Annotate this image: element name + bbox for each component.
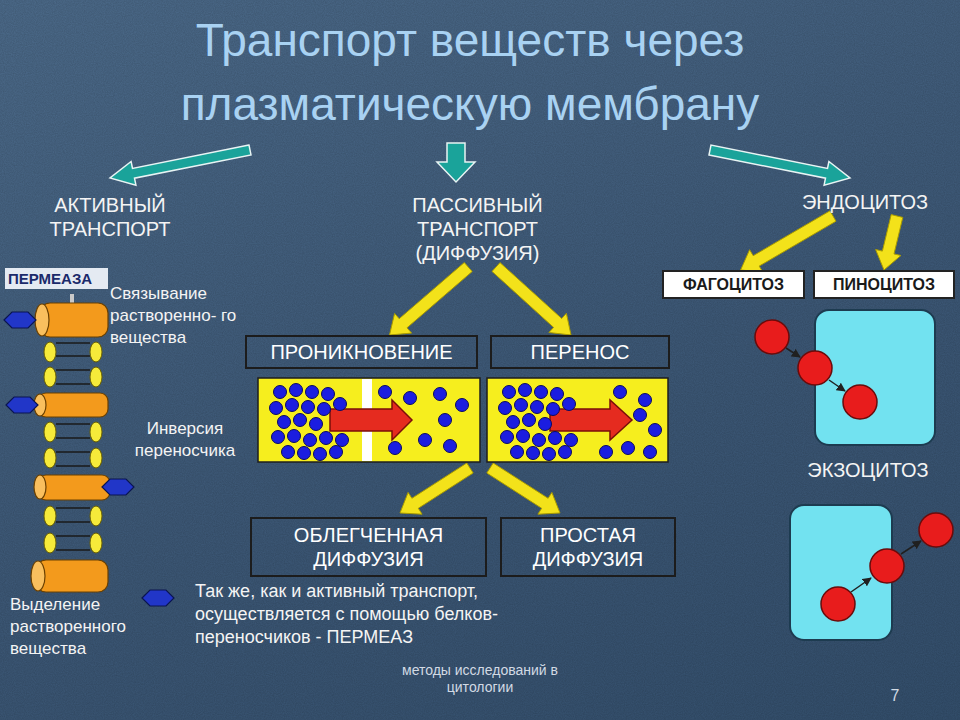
arrow-shape xyxy=(390,263,473,336)
node-text: ПРОНИКНОВЕНИЕ xyxy=(270,340,452,364)
arrow-shape xyxy=(492,263,571,335)
page-number: 7 xyxy=(880,686,910,706)
category-heading: ПАССИВНЫЙ ТРАНСПОРТ (ДИФФУЗИЯ) xyxy=(385,193,570,265)
arrow-shape xyxy=(741,211,836,272)
node-text: ФАГОЦИТОЗ xyxy=(683,275,784,295)
step-note: Инверсия переносчика xyxy=(116,418,254,462)
flow-arrow xyxy=(492,263,571,335)
step-note: Связывание растворенно- го вещества xyxy=(110,283,242,349)
node-text: ПАССИВНЫЙ ТРАНСПОРТ (ДИФФУЗИЯ) xyxy=(387,193,568,265)
node-text: ЭНДОЦИТОЗ xyxy=(802,190,928,214)
process-box: ПРОНИКНОВЕНИЕ xyxy=(245,335,478,369)
footer-text: методы исследований в цитологии xyxy=(375,662,585,696)
title-arrows xyxy=(110,143,850,185)
slide-title: Транспорт веществ через плазматическую м… xyxy=(110,8,830,136)
process-box: ПЕРЕНОС xyxy=(490,335,670,369)
yellow-arrows xyxy=(400,463,560,514)
category-heading: АКТИВНЫЙ ТРАНСПОРТ xyxy=(25,193,195,241)
node-text: ПИНОЦИТОЗ xyxy=(833,275,935,295)
node-text: ПЕРЕНОС xyxy=(531,340,630,364)
process-heading: ЭКЗОЦИТОЗ xyxy=(788,458,948,483)
flow-arrow xyxy=(390,263,473,336)
diffusion-pictures xyxy=(258,378,668,462)
type-box: ФАГОЦИТОЗ xyxy=(662,270,805,299)
category-heading: ЭНДОЦИТОЗ xyxy=(785,190,945,214)
flow-arrow xyxy=(741,211,836,272)
note-text: Так же, как и активный транспорт, осущес… xyxy=(195,580,545,649)
process-box: ОБЛЕГЧЕННАЯ ДИФФУЗИЯ xyxy=(250,517,487,577)
process-box: ПРОСТАЯ ДИФФУЗИЯ xyxy=(500,517,676,577)
node-text: АКТИВНЫЙ ТРАНСПОРТ xyxy=(27,193,193,241)
step-note: Выделение растворенного вещества xyxy=(10,594,170,660)
arrow-shape xyxy=(876,215,903,270)
node-text: ПРОСТАЯ ДИФФУЗИЯ xyxy=(508,523,668,571)
node-text: ОБЛЕГЧЕННАЯ ДИФФУЗИЯ xyxy=(258,523,479,571)
cell-pictures xyxy=(755,310,953,640)
flow-arrow xyxy=(876,215,903,270)
type-box: ПИНОЦИТОЗ xyxy=(813,270,955,299)
part-name: ПЕРМЕАЗА xyxy=(5,268,108,289)
